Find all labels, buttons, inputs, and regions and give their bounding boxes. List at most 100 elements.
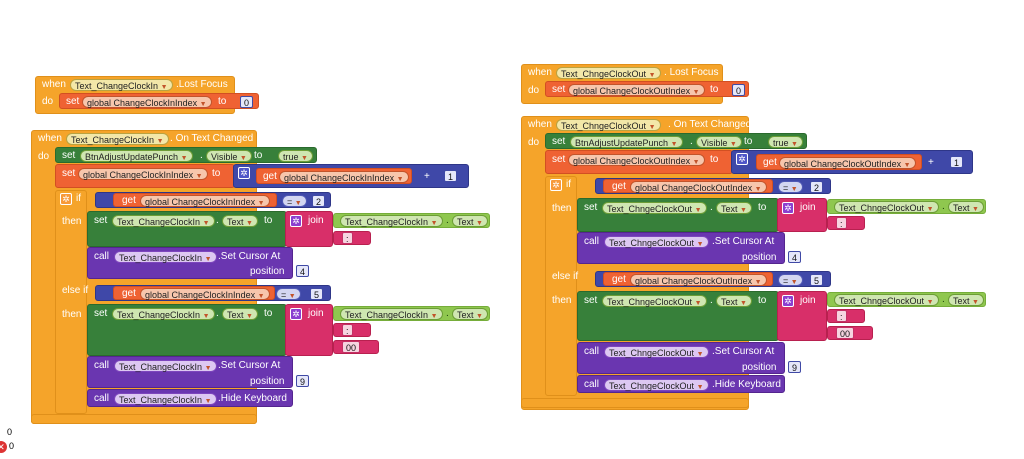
global-var-dropdown[interactable]: global ChangeClockInIndex ▼ — [140, 195, 270, 207]
get-text-block[interactable]: Text_ChngeClockOut ▼ . Text ▼ — [827, 292, 986, 307]
property-dropdown[interactable]: Text ▼ — [948, 201, 984, 213]
component-dropdown[interactable]: Text_ChngeClockOut ▼ — [834, 294, 939, 306]
property-dropdown[interactable]: Text ▼ — [948, 294, 984, 306]
string-block[interactable]: : — [827, 216, 865, 230]
number-input[interactable]: 4 — [788, 251, 802, 263]
string-block[interactable]: : — [333, 231, 371, 245]
number-input[interactable]: 0 — [732, 84, 746, 96]
number-input[interactable]: 2 — [312, 195, 326, 207]
component-dropdown[interactable]: Text_ChangeClockIn ▼ — [114, 360, 217, 372]
global-var-dropdown[interactable]: global ChangeClockInIndex ▼ — [279, 171, 409, 183]
string-block[interactable]: : — [333, 323, 371, 337]
gear-icon[interactable]: ✲ — [550, 179, 562, 191]
string-block[interactable]: 00 — [827, 326, 873, 340]
gear-icon[interactable]: ✲ — [782, 202, 794, 214]
right-set-index-zero-block[interactable]: set global ChangeClockOutIndex ▼ to 0 — [545, 81, 749, 97]
component-dropdown[interactable]: Text_ChngeClockOut ▼ — [556, 119, 661, 131]
join-block[interactable]: ✲ join — [777, 198, 827, 232]
property-dropdown[interactable]: Text ▼ — [716, 295, 752, 307]
component-dropdown[interactable]: Text_ChangeClockIn ▼ — [114, 251, 217, 263]
number-input[interactable]: 1 — [444, 170, 458, 182]
gear-icon[interactable]: ✲ — [238, 167, 250, 179]
set-index-increment-block[interactable]: set global ChangeClockInIndex ▼ to — [55, 164, 235, 188]
number-input[interactable]: 4 — [296, 265, 310, 277]
set-text-block[interactable]: set Text_ChangeClockIn ▼ . Text ▼ to — [87, 211, 287, 247]
set-visible-block[interactable]: set BtnAdjustUpdatePunch ▼ . Visible ▼ t… — [545, 133, 807, 149]
number-input[interactable]: 9 — [788, 361, 802, 373]
set-cursor-block[interactable]: call Text_ChngeClockOut ▼ .Set Cursor At… — [577, 342, 802, 374]
string-input[interactable]: : — [342, 232, 353, 244]
get-index-block[interactable]: get global ChangeClockInIndex ▼ — [113, 193, 277, 207]
component-dropdown[interactable]: Text_ChngeClockOut ▼ — [602, 295, 707, 307]
gear-icon[interactable]: ✲ — [290, 215, 302, 227]
property-dropdown[interactable]: Text ▼ — [222, 308, 258, 320]
property-dropdown[interactable]: Text ▼ — [452, 308, 488, 320]
global-var-dropdown[interactable]: global ChangeClockOutIndex ▼ — [568, 84, 705, 96]
if-else-block[interactable]: ✲ if then else if then — [545, 176, 578, 396]
string-input[interactable]: 00 — [342, 341, 361, 353]
number-input[interactable]: 0 — [240, 96, 254, 108]
get-index-block[interactable]: get global ChangeClockInIndex ▼ — [113, 286, 275, 300]
component-dropdown[interactable]: Text_ChngeClockOut ▼ — [604, 379, 709, 391]
get-text-block[interactable]: Text_ChangeClockIn ▼ . Text ▼ — [333, 306, 490, 321]
join-block[interactable]: ✲ join — [285, 304, 333, 356]
global-var-dropdown[interactable]: global ChangeClockInIndex ▼ — [82, 96, 212, 108]
warning-indicator[interactable]: 0 ✕ 0 — [0, 413, 24, 453]
set-text-block[interactable]: set Text_ChngeClockOut ▼ . Text ▼ to — [577, 198, 779, 232]
string-block[interactable]: 00 — [333, 340, 379, 354]
component-dropdown[interactable]: Text_ChngeClockOut ▼ — [602, 202, 707, 214]
number-input[interactable]: 5 — [310, 288, 324, 300]
component-dropdown[interactable]: Text_ChngeClockOut ▼ — [604, 346, 709, 358]
set-text-block[interactable]: set Text_ChangeClockIn ▼ . Text ▼ to — [87, 304, 287, 356]
join-block[interactable]: ✲ join — [285, 211, 333, 247]
operator-dropdown[interactable]: = ▼ — [276, 288, 301, 300]
global-var-dropdown[interactable]: global ChangeClockOutIndex ▼ — [568, 154, 705, 166]
get-index-block[interactable]: get global ChangeClockOutIndex ▼ — [603, 272, 773, 286]
set-cursor-block[interactable]: call Text_ChangeClockIn ▼ .Set Cursor At… — [87, 247, 310, 279]
global-var-dropdown[interactable]: global ChangeClockInIndex ▼ — [140, 288, 270, 300]
operator-dropdown[interactable]: = ▼ — [778, 274, 803, 286]
operator-dropdown[interactable]: = ▼ — [778, 181, 803, 193]
global-var-dropdown[interactable]: global ChangeClockOutIndex ▼ — [630, 274, 767, 286]
number-input[interactable]: 9 — [296, 375, 310, 387]
global-var-dropdown[interactable]: global ChangeClockOutIndex ▼ — [779, 157, 916, 169]
operator-dropdown[interactable]: = ▼ — [282, 195, 307, 207]
string-block[interactable]: : — [827, 309, 865, 323]
component-dropdown[interactable]: Text_ChangeClockIn ▼ — [70, 79, 173, 91]
hide-keyboard-block[interactable]: call Text_ChangeClockIn ▼ .Hide Keyboard — [87, 389, 293, 407]
button-component-dropdown[interactable]: BtnAdjustUpdatePunch ▼ — [570, 136, 683, 148]
property-dropdown[interactable]: Text ▼ — [452, 215, 488, 227]
component-dropdown[interactable]: Text_ChangeClockIn ▼ — [66, 133, 169, 145]
gear-icon[interactable]: ✲ — [60, 193, 72, 205]
left-set-index-zero-block[interactable]: set global ChangeClockInIndex ▼ to 0 — [59, 93, 259, 109]
get-index-block[interactable]: get global ChangeClockOutIndex ▼ — [756, 154, 922, 170]
set-text-block[interactable]: set Text_ChngeClockOut ▼ . Text ▼ to — [577, 291, 779, 341]
boolean-dropdown[interactable]: true ▼ — [278, 150, 313, 162]
set-visible-block[interactable]: set BtnAdjustUpdatePunch ▼ . Visible ▼ t… — [55, 147, 317, 163]
gear-icon[interactable]: ✲ — [290, 308, 302, 320]
set-cursor-block[interactable]: call Text_ChangeClockIn ▼ .Set Cursor At… — [87, 356, 310, 388]
boolean-dropdown[interactable]: true ▼ — [768, 136, 803, 148]
number-input[interactable]: 5 — [810, 274, 824, 286]
hide-keyboard-block[interactable]: call Text_ChngeClockOut ▼ .Hide Keyboard — [577, 375, 785, 393]
if-else-block[interactable]: ✲ if then else if then — [55, 190, 88, 414]
property-dropdown[interactable]: Visible ▼ — [206, 150, 252, 162]
set-index-increment-block[interactable]: set global ChangeClockOutIndex ▼ to — [545, 150, 733, 174]
join-block[interactable]: ✲ join — [777, 291, 827, 341]
string-input[interactable]: 00 — [836, 327, 855, 339]
component-dropdown[interactable]: Text_ChangeClockIn ▼ — [112, 308, 215, 320]
component-dropdown[interactable]: Text_ChangeClockIn ▼ — [340, 308, 443, 320]
get-text-block[interactable]: Text_ChngeClockOut ▼ . Text ▼ — [827, 199, 986, 214]
button-component-dropdown[interactable]: BtnAdjustUpdatePunch ▼ — [80, 150, 193, 162]
component-dropdown[interactable]: Text_ChangeClockIn ▼ — [112, 215, 215, 227]
get-index-block[interactable]: get global ChangeClockInIndex ▼ — [256, 168, 412, 184]
component-dropdown[interactable]: Text_ChngeClockOut ▼ — [556, 67, 661, 79]
property-dropdown[interactable]: Text ▼ — [222, 215, 258, 227]
string-input[interactable]: : — [836, 217, 847, 229]
get-index-block[interactable]: get global ChangeClockOutIndex ▼ — [603, 179, 773, 193]
component-dropdown[interactable]: Text_ChngeClockOut ▼ — [604, 236, 709, 248]
string-input[interactable]: : — [342, 324, 353, 336]
gear-icon[interactable]: ✲ — [782, 295, 794, 307]
global-var-dropdown[interactable]: global ChangeClockInIndex ▼ — [78, 168, 208, 180]
number-input[interactable]: 2 — [810, 181, 824, 193]
